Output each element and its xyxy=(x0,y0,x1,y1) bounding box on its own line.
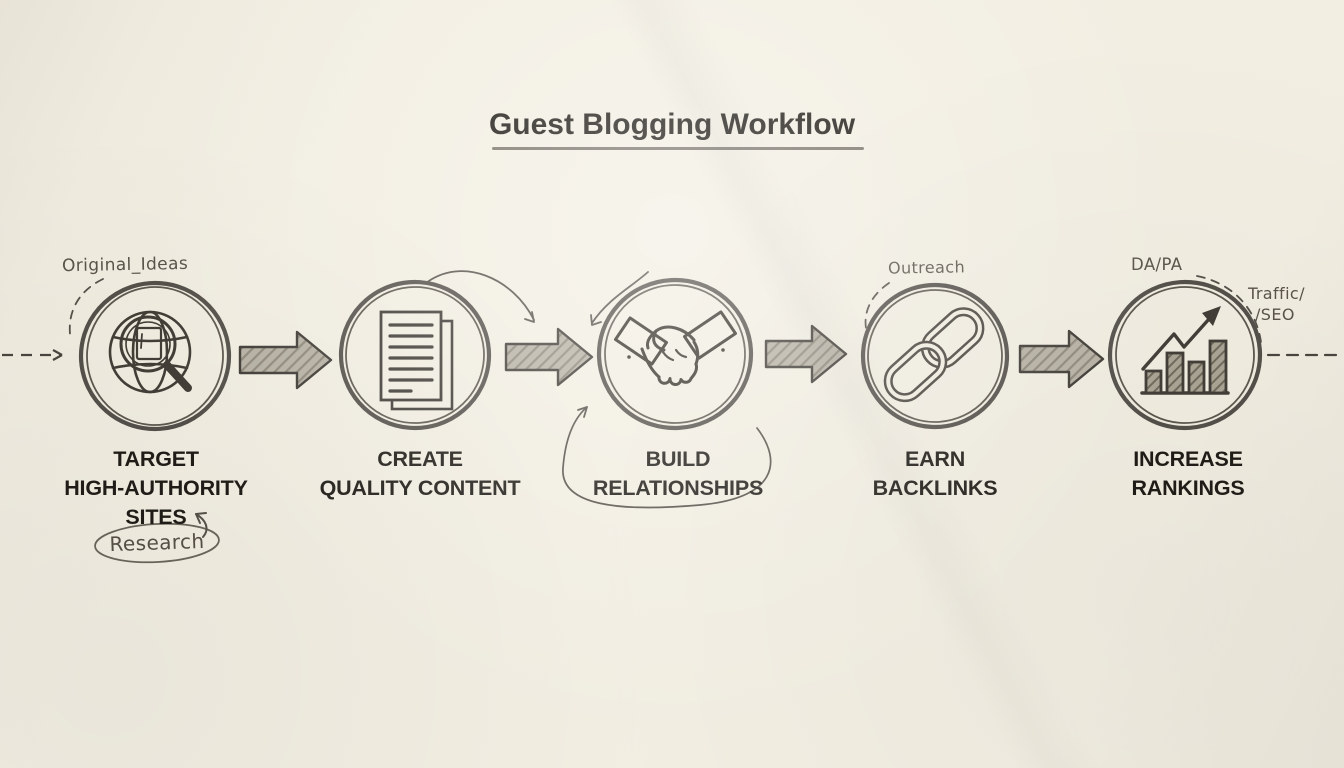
step-circle-2 xyxy=(338,279,492,431)
annotation-da-pa: DA/PA xyxy=(1131,255,1183,274)
flow-arrow-3 xyxy=(764,324,848,384)
step-circle-1 xyxy=(78,280,232,432)
document-icon xyxy=(379,310,454,411)
flow-arrow-2 xyxy=(504,327,594,387)
step-label-build-relationships: BUILD RELATIONSHIPS xyxy=(548,445,808,503)
step-label-target-sites: TARGET HIGH-AUTHORITY SITES xyxy=(26,445,286,532)
flow-arrow-1 xyxy=(238,330,333,390)
flow-arrows xyxy=(238,324,1105,390)
step-label-earn-backlinks: EARN BACKLINKS xyxy=(805,445,1065,503)
step-label-line: EARN xyxy=(904,447,966,471)
relationship-loop-arrow xyxy=(562,406,772,509)
dashed-arc-step4 xyxy=(864,282,890,334)
annotation-outreach: Outreach xyxy=(887,257,966,278)
step-label-line: HIGH-AUTHORITY xyxy=(64,476,248,500)
curved-arrow-content-to-build-right xyxy=(591,271,649,324)
step-circle-3 xyxy=(596,277,754,431)
step-label-increase-rankings: INCREASE RANKINGS xyxy=(1058,445,1318,503)
step-label-line: SITES xyxy=(125,505,187,529)
handshake-icon xyxy=(613,310,738,386)
annotation-traffic-line1: Traffic/ xyxy=(1248,284,1305,303)
step-label-line: RELATIONSHIPS xyxy=(592,476,764,500)
step-label-line: CREATE xyxy=(377,447,463,471)
page-title: Guest Blogging Workflow xyxy=(488,108,856,141)
annotation-traffic-line2: /SEO xyxy=(1255,305,1295,324)
step-label-line: BUILD xyxy=(645,447,711,471)
step-circles xyxy=(78,277,1263,432)
curved-arrow-content-to-build-left xyxy=(425,270,535,321)
dashed-arc-step5 xyxy=(1196,275,1262,343)
step-label-line: INCREASE xyxy=(1133,447,1243,471)
flow-arrow-4 xyxy=(1018,329,1105,389)
globe-search-icon xyxy=(108,310,192,394)
annotation-original-ideas: Original_Ideas xyxy=(61,253,189,277)
step-label-line: RANKINGS xyxy=(1131,476,1245,500)
bar-chart-icon xyxy=(1140,306,1230,395)
step-circle-5 xyxy=(1107,279,1263,431)
research-arrow xyxy=(195,513,208,538)
annotation-research: Research xyxy=(109,528,205,557)
chain-link-icon xyxy=(883,307,985,403)
annotation-strokes xyxy=(68,270,1344,564)
research-ellipse xyxy=(94,522,220,564)
annotation-traffic-seo: Traffic/ /SEO xyxy=(1248,283,1305,325)
incoming-dashed-arrow xyxy=(2,349,63,361)
title-underline xyxy=(492,147,864,150)
step-label-line: TARGET xyxy=(113,447,199,471)
step-label-line: QUALITY CONTENT xyxy=(319,476,521,500)
step-label-line: BACKLINKS xyxy=(872,476,998,500)
step-label-create-content: CREATE QUALITY CONTENT xyxy=(290,445,550,503)
step-circle-4 xyxy=(860,282,1010,430)
dashed-arc-step1 xyxy=(68,278,104,335)
